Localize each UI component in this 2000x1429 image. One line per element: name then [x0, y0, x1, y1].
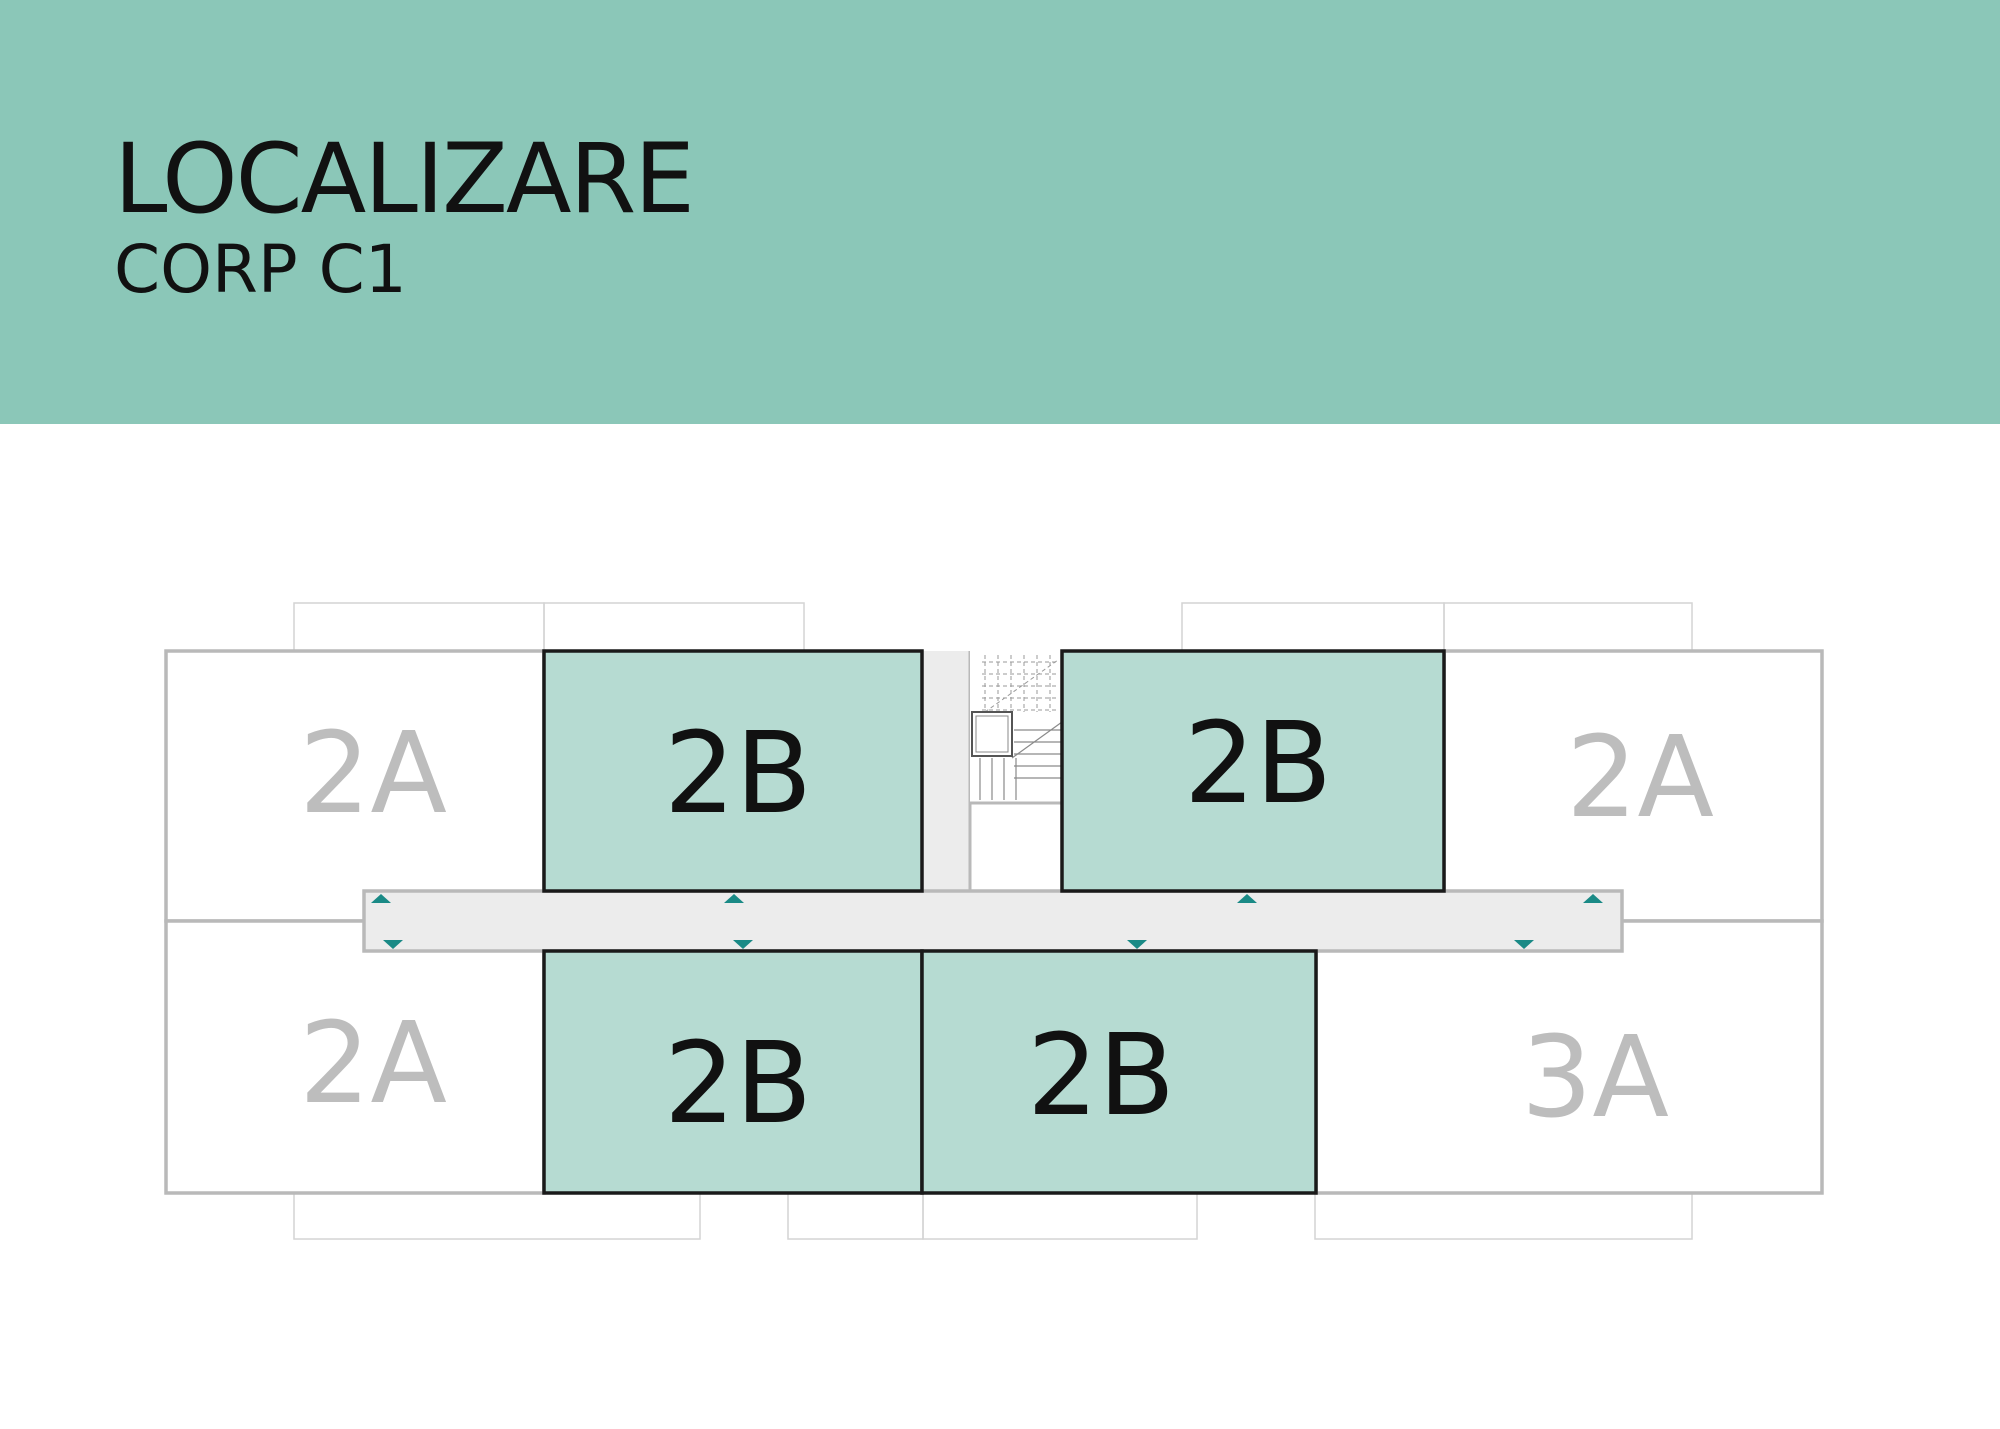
unit-label-top-left: 2A [299, 709, 447, 839]
page-subtitle: CORP C1 [114, 231, 407, 308]
header-banner: LOCALIZARE CORP C1 [0, 0, 2000, 424]
unit-label-top-center-right: 2B [1184, 699, 1332, 829]
unit-top-center-left-2b-shape [542, 649, 924, 893]
unit-top-center-right-2b-shape [1060, 649, 1446, 893]
unit-bottom-center-right-2b-shape [920, 949, 1318, 1195]
triangle-marker-icon [724, 894, 744, 903]
triangle-marker-icon [1237, 894, 1257, 903]
unit-bottom-center-left-2b-shape [542, 949, 924, 1195]
triangle-marker-icon [1583, 894, 1603, 903]
floor-plan: 2A 2B 2B 2A 2A 2B 2B 3A [164, 602, 1824, 1240]
unit-label-top-center-left: 2B [664, 709, 812, 839]
triangle-marker-icon [1127, 940, 1147, 949]
unit-label-bottom-right: 3A [1521, 1013, 1669, 1143]
triangle-marker-icon [371, 894, 391, 903]
highlighted-units [542, 649, 1446, 1195]
triangle-marker-icon [1514, 940, 1534, 949]
triangle-marker-icon [383, 940, 403, 949]
staircase-icon [968, 651, 1063, 891]
unit-label-bottom-left: 2A [299, 999, 447, 1129]
unit-label-top-right: 2A [1566, 713, 1714, 843]
unit-label-bottom-center-right: 2B [1027, 1011, 1175, 1141]
main-corridor [362, 889, 1624, 953]
unit-label-bottom-center-left: 2B [664, 1019, 812, 1149]
entrance-markers [371, 894, 1603, 949]
core-corridor [922, 651, 970, 891]
triangle-marker-icon [733, 940, 753, 949]
page-title: LOCALIZARE [114, 123, 695, 235]
